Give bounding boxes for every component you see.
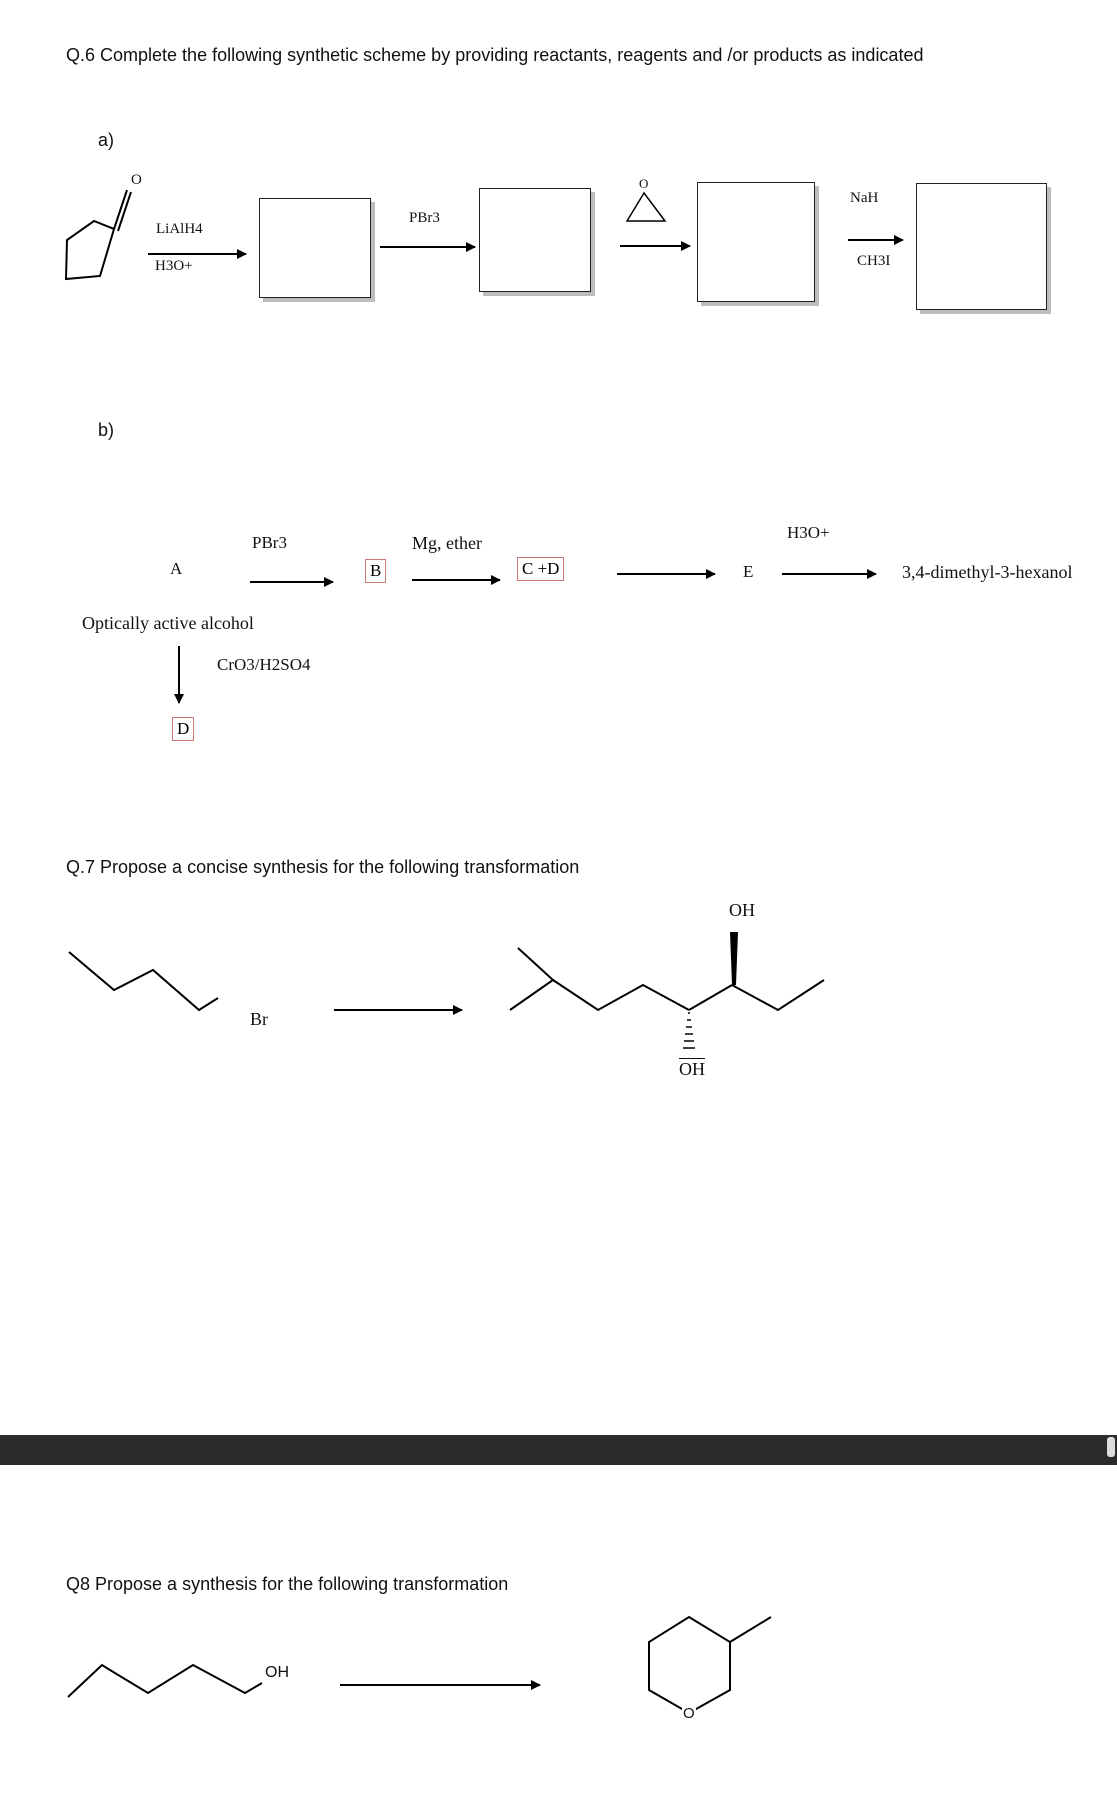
answer-box-a1[interactable] xyxy=(259,198,371,298)
reagent-cro3: CrO3/H2SO4 xyxy=(217,655,311,674)
q7-title: Q.7 Propose a concise synthesis for the … xyxy=(66,857,580,877)
cyclopentanone-structure xyxy=(64,189,132,281)
reagent-pbr3-a: PBr3 xyxy=(409,210,440,226)
box-c-plus-d: C +D xyxy=(517,557,565,581)
br-label: Br xyxy=(250,1009,268,1029)
oh-top-label: OH xyxy=(729,900,755,920)
compound-a-label: A xyxy=(170,559,183,578)
epoxide-structure xyxy=(625,191,667,222)
reagent-mg-ether: Mg, ether xyxy=(412,533,482,553)
q6a-label: a) xyxy=(98,130,115,150)
epoxide-oxygen-label: O xyxy=(639,176,649,191)
final-product-label: 3,4-dimethyl-3-hexanol xyxy=(902,562,1073,582)
answer-box-a4[interactable] xyxy=(916,183,1047,310)
q8-title: Q8 Propose a synthesis for the following… xyxy=(66,1574,509,1594)
q8-ring-oxygen-label: O xyxy=(682,1705,696,1722)
reagent-ch3i: CH3I xyxy=(857,253,891,269)
box-b: B xyxy=(365,559,387,583)
page-divider xyxy=(0,1435,1117,1465)
optically-active-alcohol-label: Optically active alcohol xyxy=(82,613,254,633)
answer-box-a3[interactable] xyxy=(697,182,815,302)
scrollbar-thumb[interactable] xyxy=(1107,1437,1115,1457)
ketone-oxygen-label: O xyxy=(131,172,142,188)
box-d: D xyxy=(172,717,195,741)
answer-box-a2[interactable] xyxy=(479,188,591,292)
q8-oh-label: OH xyxy=(265,1664,289,1681)
q6b-label: b) xyxy=(98,420,115,440)
q8-oxane-ring xyxy=(648,1615,731,1715)
q6-title: Q.6 Complete the following synthetic sch… xyxy=(66,45,924,65)
reagent-h3o-a: H3O+ xyxy=(155,258,193,274)
compound-e-label: E xyxy=(743,562,754,581)
hash-bond xyxy=(683,1012,695,1049)
reagent-h3o-b: H3O+ xyxy=(787,523,830,542)
reagent-nah: NaH xyxy=(850,190,879,206)
q7-bromide-chain xyxy=(68,951,219,1012)
reagent-pbr3-b: PBr3 xyxy=(252,533,287,552)
reagent-lialh4: LiAlH4 xyxy=(156,221,203,237)
oh-bottom-label: OH xyxy=(679,1059,705,1079)
q7-diol-chain xyxy=(509,947,555,1011)
wedge-bond xyxy=(730,932,738,985)
q8-alcohol-chain xyxy=(67,1663,263,1698)
